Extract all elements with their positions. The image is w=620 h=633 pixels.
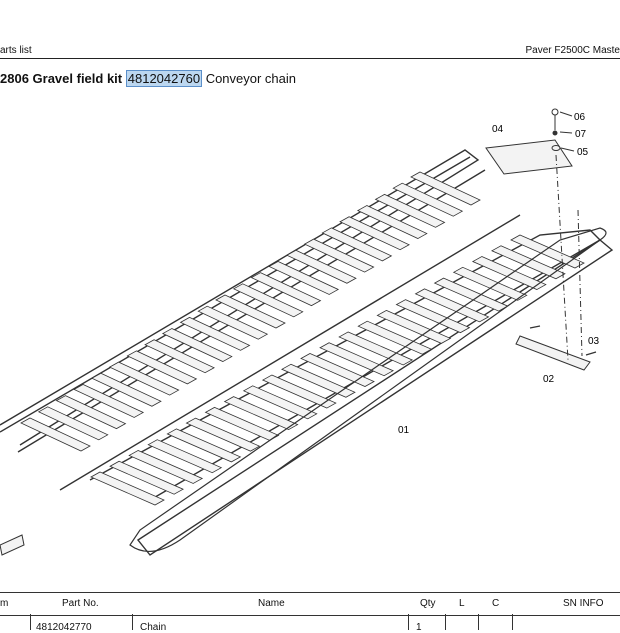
callout-05: 05 (577, 147, 589, 158)
parts-table-header: m Part No. Name Qty L C SN INFO (0, 592, 620, 616)
callout-02: 02 (543, 374, 555, 385)
col-c: C (492, 598, 499, 609)
row-part-no: 4812042770 (36, 622, 92, 633)
col-item: m (0, 598, 8, 609)
selected-part-number[interactable]: 4812042760 (126, 70, 202, 87)
callout-07: 07 (575, 129, 587, 140)
row-divider (478, 614, 479, 630)
col-qty: Qty (420, 598, 436, 609)
header-divider (0, 58, 620, 59)
col-name: Name (258, 598, 285, 609)
col-part-no: Part No. (62, 598, 99, 609)
row-divider (132, 614, 133, 630)
row-divider (445, 614, 446, 630)
header-model: Paver F2500C Maste (526, 45, 620, 56)
row-qty: 1 (416, 622, 422, 633)
page-title: 2806 Gravel field kit 4812042760 Conveyo… (0, 71, 296, 86)
col-sn-info: SN INFO (563, 598, 604, 609)
row-divider (30, 614, 31, 630)
row-divider (408, 614, 409, 630)
col-l: L (459, 598, 465, 609)
callout-06: 06 (574, 112, 586, 123)
table-row[interactable]: 4812042770 Chain 1 (0, 614, 620, 630)
row-divider (512, 614, 513, 630)
callout-04: 04 (492, 124, 504, 135)
header-doc-type: arts list (0, 45, 32, 56)
exploded-diagram: 06 07 05 04 03 02 01 (0, 100, 620, 580)
part-name: Conveyor chain (206, 71, 296, 86)
callout-03: 03 (588, 336, 600, 347)
group-title: 2806 Gravel field kit (0, 71, 122, 86)
callout-01: 01 (398, 425, 410, 436)
row-name: Chain (140, 622, 166, 633)
